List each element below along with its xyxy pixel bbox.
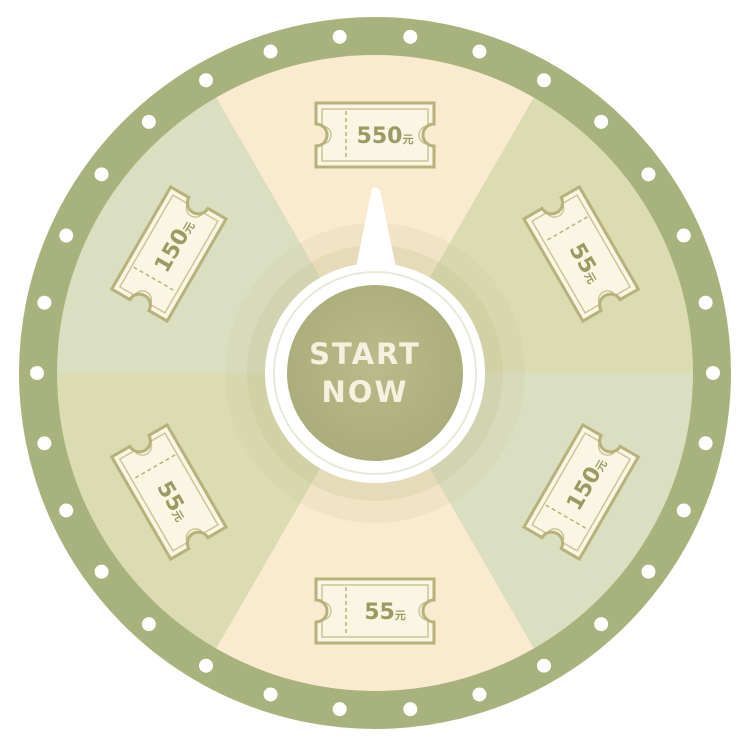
rim-bulb xyxy=(594,114,609,129)
rim-bulb xyxy=(263,44,278,59)
prize-currency-unit: 元 xyxy=(402,133,413,146)
pointer xyxy=(356,187,396,268)
ticket-perforation xyxy=(133,454,176,480)
rim-bulb xyxy=(332,29,347,44)
rim-bulb xyxy=(30,366,44,380)
rim-bulb xyxy=(141,114,156,129)
rim-bulb xyxy=(537,658,551,673)
hub-ring-inner-line xyxy=(273,271,477,475)
rim-bulb xyxy=(676,228,691,243)
rim-bulb xyxy=(698,436,713,451)
prize-amount-number: 55 xyxy=(364,600,395,625)
rim-bulb xyxy=(199,73,213,88)
rim-bulbs xyxy=(30,29,720,717)
prize-currency-unit: 元 xyxy=(395,609,406,622)
rim-bulb xyxy=(641,167,656,182)
rim-bulb xyxy=(403,29,418,44)
prize-amount-number: 550 xyxy=(357,124,403,149)
ticket-inner-border xyxy=(321,584,429,638)
rim-bulb xyxy=(472,44,487,59)
start-label-line2: NOW xyxy=(321,375,409,409)
ticket-inner-border xyxy=(531,194,632,314)
rim-bulb xyxy=(59,228,74,243)
ticket-inner-border xyxy=(531,432,632,552)
rim-bulb xyxy=(537,73,551,88)
rim-bulb xyxy=(706,366,720,380)
rim-bulb xyxy=(199,658,213,673)
rim-bulb xyxy=(263,687,278,702)
prize-ticket: 55元 xyxy=(521,184,641,324)
rim-bulb xyxy=(332,702,347,717)
prize-ticket: 55元 xyxy=(314,577,436,645)
rim-bulb xyxy=(37,295,52,310)
ticket-perforation xyxy=(133,266,176,292)
wheel-segment xyxy=(216,373,534,691)
rim-bulb xyxy=(403,702,418,717)
ticket-inner-border xyxy=(321,108,429,162)
hub xyxy=(287,285,463,461)
prize-ticket: 55元 xyxy=(109,422,229,562)
prize-ticket: 150元 xyxy=(109,184,229,324)
ticket-perforation xyxy=(545,216,588,242)
prize-amount: 55元 xyxy=(364,600,406,625)
start-now-button[interactable]: START NOW xyxy=(290,298,440,448)
ticket-inner-border xyxy=(118,194,219,314)
rim-bulb xyxy=(94,564,109,579)
rim-bulb xyxy=(94,167,109,182)
rim-bulb xyxy=(59,503,74,518)
rim-bulb xyxy=(594,617,609,632)
rim-bulb xyxy=(472,687,487,702)
rim-bulb xyxy=(698,295,713,310)
ticket-perforation xyxy=(545,504,588,530)
start-label-line1: START xyxy=(309,337,421,371)
prize-ticket: 150元 xyxy=(521,422,641,562)
prize-ticket: 550元 xyxy=(314,101,436,169)
prize-amount: 550元 xyxy=(357,124,414,149)
rim-bulb xyxy=(676,503,691,518)
rim-bulb xyxy=(141,617,156,632)
rim-bulb xyxy=(641,564,656,579)
rim-bulb xyxy=(37,436,52,451)
ticket-inner-border xyxy=(118,432,219,552)
